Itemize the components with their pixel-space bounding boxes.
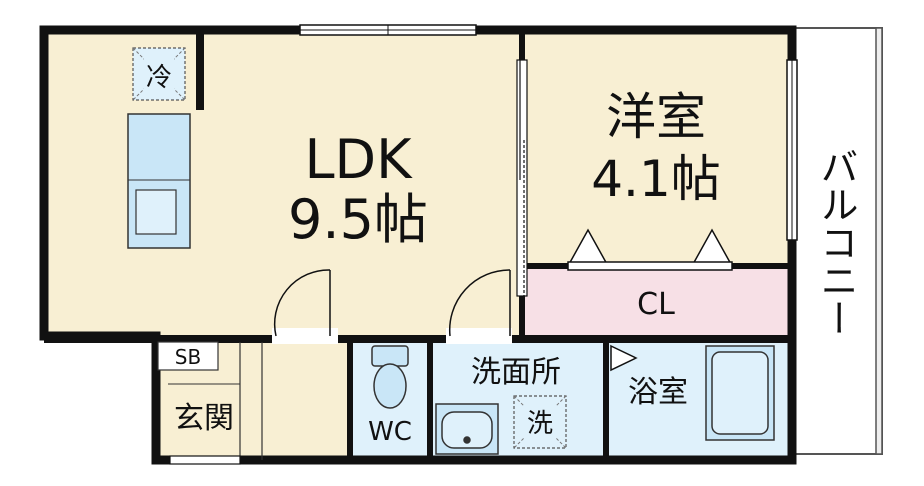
refrigerator-space (132, 47, 186, 101)
toilet-label: WC (368, 417, 412, 447)
closet-label: CL (637, 287, 675, 322)
washer-space (513, 395, 567, 449)
top-window (299, 24, 477, 36)
washbasin (435, 403, 499, 455)
balcony-rail (875, 27, 883, 455)
hall-floor (246, 342, 350, 460)
western-room-name: 洋室 (606, 88, 706, 146)
closet-doors (567, 228, 733, 271)
bathroom-label: 浴室 (628, 375, 688, 410)
ldk-size: 9.5帖 (288, 188, 428, 251)
western-room-floor (522, 30, 792, 266)
entrance-label: 玄関 (174, 401, 234, 436)
washer-label: 洗 (527, 409, 553, 439)
closet-floor (522, 266, 792, 336)
door-toilet (446, 269, 512, 344)
balcony-window (786, 59, 798, 241)
kitchen-counter (127, 113, 191, 249)
front-door (169, 455, 241, 465)
refrigerator-label: 冷 (146, 63, 172, 93)
western-room-size: 4.1帖 (591, 150, 721, 208)
shoe-box (157, 341, 219, 371)
ldk-floor (44, 30, 522, 336)
sliding-door (516, 59, 528, 297)
washroom-label: 洗面所 (471, 355, 561, 390)
balcony-outline (791, 27, 883, 455)
shoe-box-label: SB (175, 345, 201, 369)
door-hall (272, 269, 338, 344)
toilet-fixture (371, 345, 409, 409)
bathroom-door (610, 344, 638, 372)
balcony-label: バルコニー (814, 147, 858, 337)
bathtub (705, 345, 775, 441)
ldk-name: LDK (304, 128, 413, 191)
